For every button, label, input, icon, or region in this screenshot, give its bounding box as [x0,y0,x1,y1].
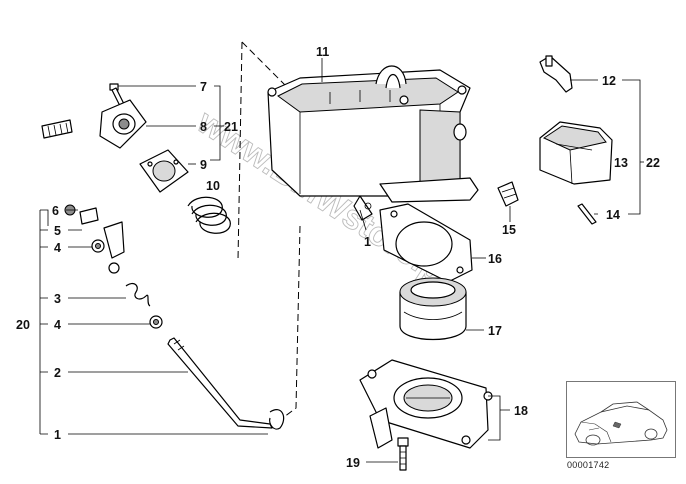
leader-lines [39,58,644,463]
callout-4-lower: 4 [54,318,61,332]
needle-part-14 [577,203,597,225]
vehicle-thumbnail [566,381,676,458]
callout-12: 12 [602,74,616,88]
spring-part-10 [187,196,231,234]
gasket-plate-16 [379,203,473,283]
callout-22: 22 [646,156,660,170]
callout-13: 13 [614,156,628,170]
callout-1-upper: 1 [364,235,371,249]
cover-part-8 [41,99,147,149]
callout-5: 5 [54,224,61,238]
callout-9: 9 [200,158,207,172]
callout-labels: 11 7 8 21 9 10 12 13 22 14 15 1 16 17 18… [16,45,660,470]
callout-8: 8 [200,120,207,134]
catalog-number: 00001742 [567,460,610,470]
callout-20: 20 [16,318,30,332]
assembly-dashed-line [237,41,301,421]
car-outline-icon [574,401,668,446]
callout-3: 3 [54,292,61,306]
float-chamber-body [267,65,479,221]
callout-11: 11 [316,45,329,59]
float-part-13 [539,121,613,185]
callout-2: 2 [54,366,61,380]
callout-4-upper: 4 [54,241,61,255]
insulating-sleeve-17 [399,277,467,340]
callout-7: 7 [200,80,207,94]
callout-15: 15 [502,223,516,237]
callout-18: 18 [514,404,528,418]
screw-part-19 [397,437,409,471]
callout-19: 19 [346,456,360,470]
callout-6: 6 [52,204,59,218]
callout-21: 21 [224,120,238,134]
linkage-rod-assembly [125,282,285,430]
callout-1-lower: 1 [54,428,61,442]
throttle-housing-18 [359,359,493,449]
clip-part-12 [539,55,573,93]
callout-10: 10 [206,179,220,193]
callout-16: 16 [488,252,502,266]
callout-17: 17 [488,324,502,338]
small-parts-left [64,204,125,274]
callout-14: 14 [606,208,620,222]
gasket-part-9 [139,149,189,193]
nipple-part-15 [497,181,519,207]
